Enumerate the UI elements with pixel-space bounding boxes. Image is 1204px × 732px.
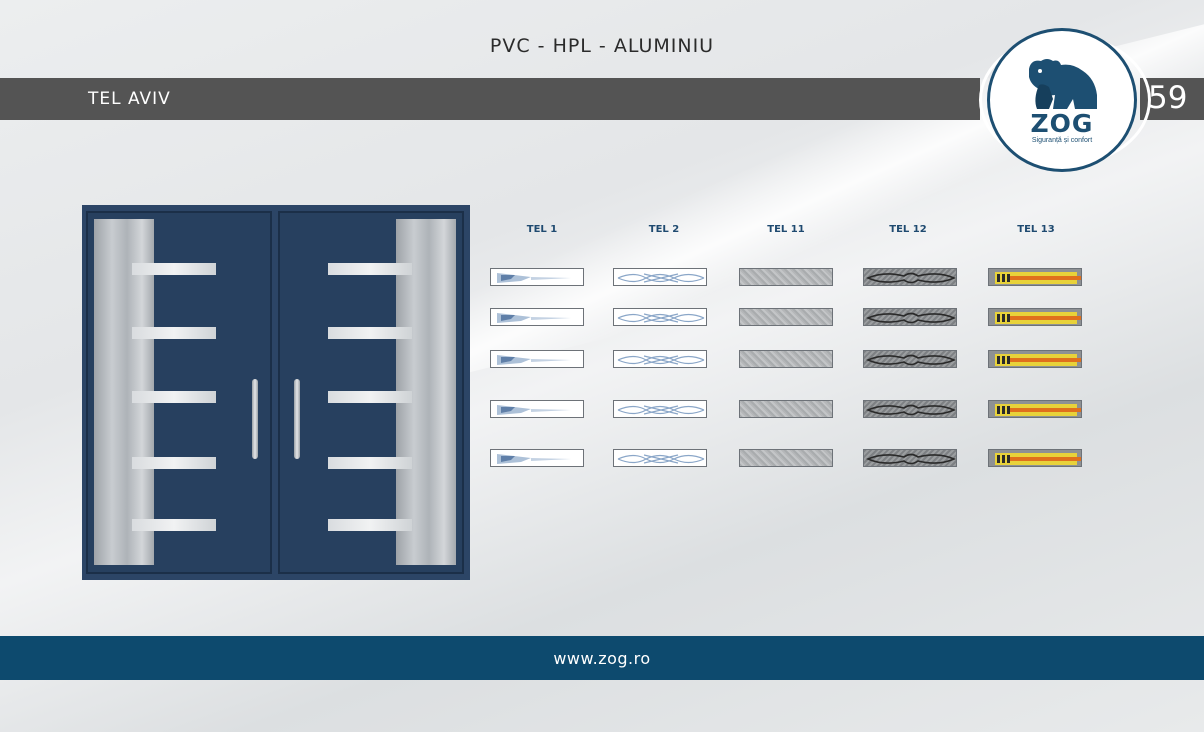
- glass-swatch: [863, 350, 957, 368]
- glass-swatch: [739, 350, 833, 368]
- category-title: PVC - HPL - ALUMINIU: [489, 35, 715, 57]
- glass-swatch: [863, 268, 957, 286]
- door-leaf-left: [86, 211, 272, 574]
- glass-swatch: [988, 350, 1082, 368]
- glass-option-label: TEL 1: [526, 224, 558, 235]
- door-leaf-right: [278, 211, 464, 574]
- glass-swatch: [863, 308, 957, 326]
- glass-option-label: TEL 12: [889, 224, 927, 235]
- glass-swatch: [490, 308, 584, 326]
- glass-option-label: TEL 13: [1017, 224, 1055, 235]
- glass-bar: [328, 457, 412, 469]
- glass-swatch: [988, 268, 1082, 286]
- glass-swatch: [739, 449, 833, 467]
- glass-swatch: [863, 400, 957, 418]
- glass-swatch: [739, 268, 833, 286]
- glass-bar: [132, 327, 216, 339]
- glass-swatch: [613, 400, 707, 418]
- glass-swatch: [739, 308, 833, 326]
- website-url: www.zog.ro: [553, 649, 651, 668]
- glass-bar: [132, 391, 216, 403]
- glass-swatch: [739, 400, 833, 418]
- bear-icon: [1029, 59, 1097, 109]
- glass-swatch: [988, 308, 1082, 326]
- glass-option-label: TEL 11: [767, 224, 805, 235]
- footer-bar: www.zog.ro: [0, 636, 1204, 680]
- glass-bar: [328, 519, 412, 531]
- zog-logo: ZOG Siguranță și confort: [987, 28, 1137, 172]
- door-handle: [294, 379, 300, 459]
- glass-swatch: [988, 449, 1082, 467]
- glass-bar: [328, 391, 412, 403]
- glass-swatch: [613, 308, 707, 326]
- glass-swatch: [863, 449, 957, 467]
- glass-option-label: TEL 2: [648, 224, 680, 235]
- glass-bar: [328, 263, 412, 275]
- title-bar: TEL AVIV: [0, 78, 980, 120]
- door-handle: [252, 379, 258, 459]
- glass-bar: [132, 519, 216, 531]
- glass-bar: [328, 327, 412, 339]
- glass-swatch: [490, 350, 584, 368]
- glass-swatch: [490, 268, 584, 286]
- glass-bar: [132, 457, 216, 469]
- glass-swatch: [490, 449, 584, 467]
- logo-tagline: Siguranță și confort: [1031, 137, 1093, 144]
- glass-swatch: [613, 268, 707, 286]
- page-number: 59: [1148, 80, 1188, 116]
- glass-swatch: [613, 350, 707, 368]
- glass-swatch: [988, 400, 1082, 418]
- door-illustration: [82, 205, 470, 580]
- glass-swatch: [613, 449, 707, 467]
- page-title: TEL AVIV: [88, 89, 171, 109]
- glass-swatch: [490, 400, 584, 418]
- logo-brand: ZOG: [1030, 109, 1094, 138]
- glass-bar: [132, 263, 216, 275]
